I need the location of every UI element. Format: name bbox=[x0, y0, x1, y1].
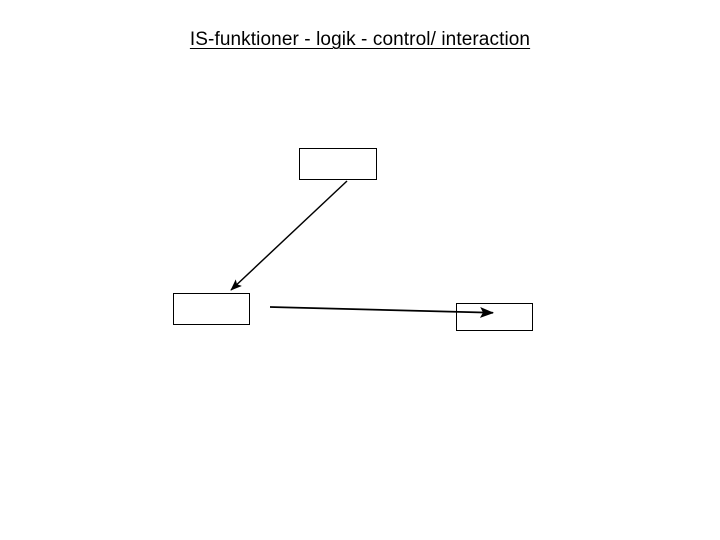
left-box[interactable] bbox=[173, 293, 250, 325]
page-title: IS-funktioner - logik - control/ interac… bbox=[189, 29, 531, 50]
top-box[interactable] bbox=[299, 148, 377, 180]
diagonal-arrow bbox=[230, 180, 348, 291]
right-box[interactable] bbox=[456, 303, 533, 331]
